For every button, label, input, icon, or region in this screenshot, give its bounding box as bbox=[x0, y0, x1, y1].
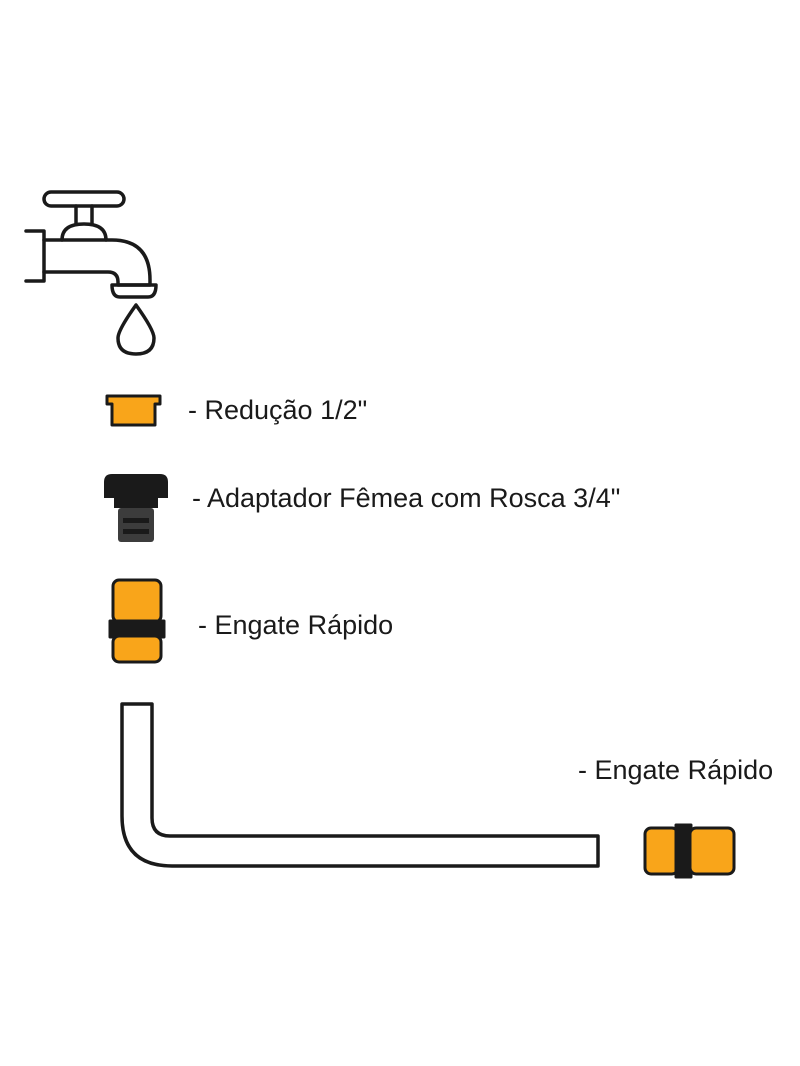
female-adapter-icon bbox=[104, 474, 168, 542]
quick-connector-label-hose: - Engate Rápido bbox=[578, 755, 774, 785]
hose-icon bbox=[120, 702, 600, 868]
quick-connector-icon bbox=[108, 578, 166, 664]
adapter-label: - Adaptador Fêmea com Rosca 3/4" bbox=[192, 483, 621, 513]
faucet-icon bbox=[24, 190, 158, 299]
reducer-label: - Redução 1/2" bbox=[188, 395, 368, 425]
reducer-icon bbox=[105, 394, 162, 427]
quick-connector-icon bbox=[643, 823, 736, 879]
quick-connector-label: - Engate Rápido bbox=[198, 610, 394, 640]
water-drop-icon bbox=[116, 303, 156, 356]
